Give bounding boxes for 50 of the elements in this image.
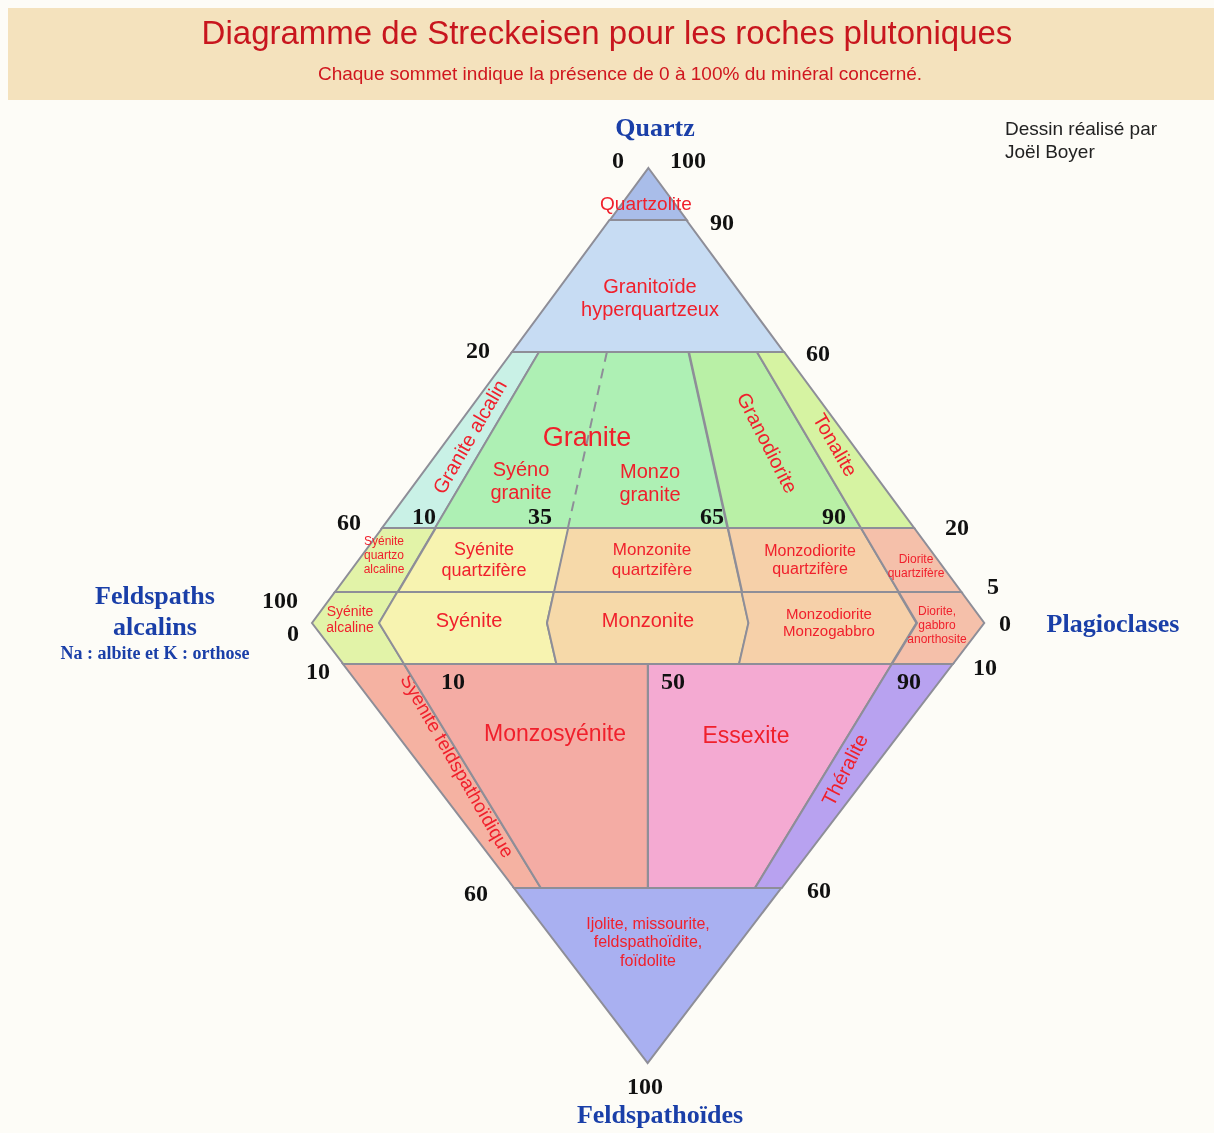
tick-number: 60: [805, 338, 831, 368]
tick-number: 0: [611, 145, 625, 175]
rock-field: [547, 592, 749, 664]
axis-label: Plagioclases: [1045, 608, 1181, 640]
tick-number: 10: [305, 656, 331, 686]
rock-name: Quartzolite: [599, 193, 693, 215]
tick-number: 100: [261, 585, 299, 615]
rock-field: [514, 888, 782, 1063]
rock-subname: Monzo granite: [618, 460, 682, 506]
tick-number: 60: [336, 507, 362, 537]
tick-number: 10: [972, 652, 998, 682]
tick-number: 50: [660, 666, 686, 696]
rock-name: Monzonite quartzifère: [610, 540, 694, 580]
rock-name: Syénite alcaline: [325, 602, 375, 636]
rock-name: Diorite quartzifère: [886, 553, 946, 581]
tick-number: 60: [806, 875, 832, 905]
tick-number: 20: [944, 512, 970, 542]
rock-name: Granitoïde hyperquartzeux: [580, 275, 720, 321]
subtitle: Chaque sommet indique la présence de 0 à 100% du minéral concerné.: [316, 62, 924, 86]
rock-name: Monzodiorite quartzifère: [763, 541, 857, 579]
tick-number: 20: [465, 335, 491, 365]
rock-name: Monzonite: [600, 608, 696, 632]
tick-number: 5: [986, 571, 1000, 601]
axis-note: Na : albite et K : orthose: [59, 643, 251, 665]
tick-number: 10: [411, 501, 437, 531]
credit-note: Dessin réalisé par Joël Boyer: [1005, 118, 1159, 164]
tick-number: 90: [709, 207, 735, 237]
rock-name: Essexite: [701, 721, 791, 749]
rock-name: Syénite quartzifère: [440, 539, 528, 581]
rock-name: Ijolite, missourite, feldspathoïdite, foïdolite: [585, 915, 711, 971]
axis-label: Quartz: [614, 112, 696, 144]
rock-subname: Syéno granite: [489, 458, 553, 504]
rock-name: Diorite, gabbro anorthosite: [906, 605, 968, 647]
title: Diagramme de Streckeisen pour les roches plutoniques: [201, 14, 1013, 51]
rock-name: Granite: [541, 422, 633, 454]
tick-number: 35: [528, 502, 553, 531]
tick-number: 90: [896, 666, 922, 696]
tick-number: 100: [669, 145, 707, 175]
tick-number: 10: [440, 666, 466, 696]
tick-number: 60: [463, 878, 489, 908]
tick-number: 100: [626, 1071, 664, 1101]
rock-name: Monzodiorite Monzogabbro: [782, 604, 876, 640]
tick-number: 0: [286, 618, 300, 648]
tick-number: 90: [821, 501, 847, 531]
axis-label: Feldspaths alcalins: [94, 579, 216, 643]
rock-name: Syénite: [434, 608, 504, 632]
tick-number: 0: [998, 608, 1012, 638]
axis-label: Feldspathoïdes: [575, 1099, 745, 1131]
tick-number: 65: [699, 501, 725, 531]
rock-name: Syénite quartzo alcaline: [362, 535, 406, 577]
